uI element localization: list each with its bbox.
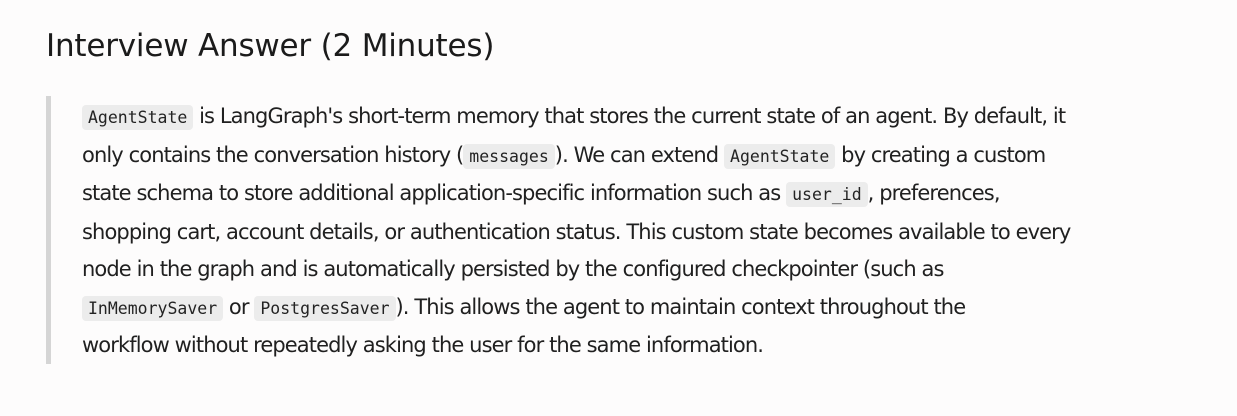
answer-line-1: AgentState is LangGraph's short-term mem… [82, 98, 1202, 137]
answer-text: by creating a custom [835, 142, 1046, 167]
answer-text: ). We can extend [554, 142, 725, 167]
answer-text: , preferences, [867, 181, 1001, 205]
answer-text: node in the graph and is automatically p… [82, 257, 944, 281]
answer-text: is LangGraph's short-term memory that st… [193, 104, 1066, 128]
answer-text: ). This allows the agent to maintain con… [395, 294, 967, 319]
answer-paragraph: AgentState is LangGraph's short-term mem… [82, 98, 1202, 365]
inline-code-inmemorysaver: InMemorySaver [82, 295, 224, 321]
answer-line-7: workflow without repeatedly asking the u… [82, 327, 1202, 365]
inline-code-agentstate: AgentState [724, 143, 836, 169]
answer-blockquote: AgentState is LangGraph's short-term mem… [46, 96, 1196, 364]
inline-code-postgressaver: PostgresSaver [254, 295, 396, 321]
answer-text: workflow without repeatedly asking the u… [82, 333, 764, 357]
answer-text: state schema to store additional applica… [82, 181, 787, 205]
answer-text: or [223, 294, 255, 319]
inline-code-user-id: user_id [786, 182, 868, 207]
answer-line-6: InMemorySaver or PostgresSaver). This al… [82, 289, 1202, 328]
answer-line-4: shopping cart, account details, or authe… [82, 214, 1202, 252]
inline-code-messages: messages [463, 143, 555, 169]
answer-text: shopping cart, account details, or authe… [82, 219, 1071, 244]
answer-line-3: state schema to store additional applica… [82, 175, 1202, 214]
section-heading: Interview Answer (2 Minutes) [46, 28, 495, 64]
answer-line-5: node in the graph and is automatically p… [82, 251, 1202, 289]
answer-line-2: only contains the conversation history (… [82, 137, 1202, 176]
inline-code-agentstate: AgentState [82, 105, 194, 130]
answer-text: only contains the conversation history ( [82, 142, 464, 167]
